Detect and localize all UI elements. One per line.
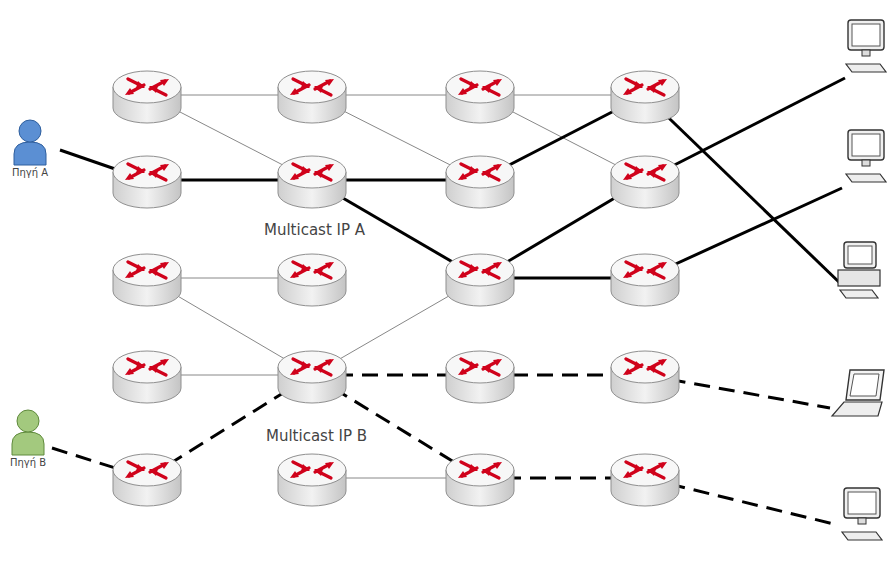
source-user: Πηγή B	[8, 408, 48, 468]
router-grid	[113, 71, 679, 506]
source-label: Πηγή B	[8, 457, 48, 468]
group-label: Multicast IP A	[262, 221, 367, 239]
person-icon	[10, 118, 50, 166]
group-label: Multicast IP B	[264, 427, 369, 445]
host-icons	[832, 20, 886, 540]
source-label: Πηγή A	[10, 167, 50, 178]
person-icon	[8, 408, 48, 456]
source-user: Πηγή A	[10, 118, 50, 178]
